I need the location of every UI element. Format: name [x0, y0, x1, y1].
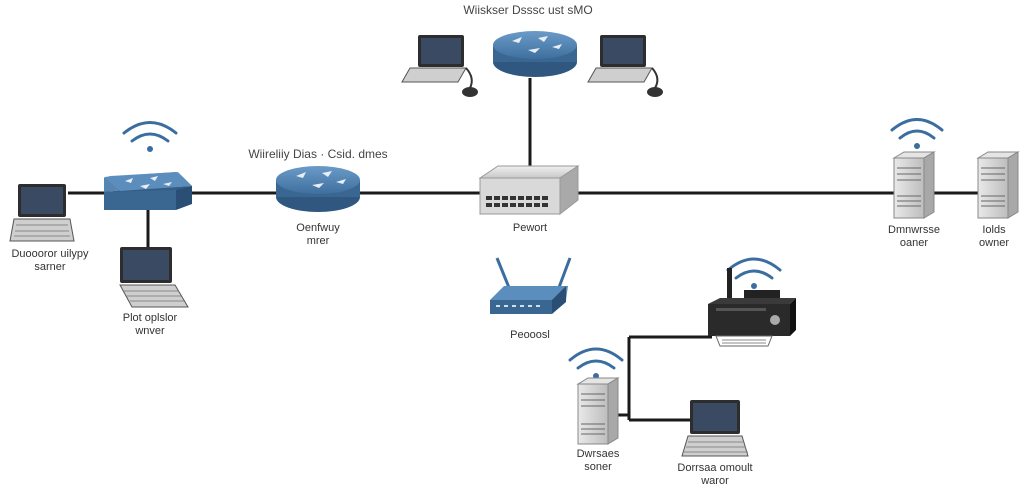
bottom-right-laptop-label: Dorrsaa omoult waror	[660, 462, 770, 488]
server-right-1-label-line2: oaner	[899, 237, 929, 249]
server-right-2[interactable]	[976, 151, 1020, 219]
wifi-icon	[122, 121, 178, 152]
laptop-bottom-left[interactable]	[119, 247, 189, 308]
wifi-icon	[890, 118, 944, 149]
access-point[interactable]	[490, 257, 572, 314]
bottom-right-laptop-label-line1: Dorrsaa omoult	[677, 462, 753, 474]
bottom-left-laptop-label-line1: Plot oplslor	[122, 312, 178, 324]
router-middle[interactable]	[276, 166, 360, 212]
left-laptop-label-line2: sarner	[34, 261, 66, 273]
middle-router-top-label: Wiireliiy Dias · Csid. dmes	[248, 147, 388, 161]
server-right-2-label: Iolds owner	[964, 224, 1024, 250]
middle-router-bottom-label-line2: mrer	[306, 235, 330, 247]
server-bottom[interactable]	[576, 377, 620, 445]
server-bottom-label: Dwrsaes soner	[558, 448, 638, 474]
top-router-label: Wiiskser Dsssc ust sMO	[463, 3, 593, 17]
laptop-top-left[interactable]	[401, 35, 478, 97]
server-bottom-label-line2: soner	[584, 461, 612, 473]
router-top[interactable]	[493, 31, 577, 77]
server-right-1-label-line1: Dmnwrsse	[888, 224, 940, 236]
bottom-right-laptop-label-line2: waror	[701, 475, 729, 487]
bottom-left-laptop-label-line2: wnver	[135, 325, 165, 337]
server-right-2-label-line1: Iolds	[982, 224, 1006, 236]
left-laptop-label-line1: Duoooror uilypy	[11, 248, 89, 260]
access-point-label: Peooosl	[510, 329, 550, 341]
laptop-bottom-right[interactable]	[681, 400, 749, 457]
core-switch-label: Pewort	[512, 222, 548, 234]
wifi-icon	[726, 257, 782, 289]
cables	[68, 78, 980, 422]
wifi-icon	[568, 347, 624, 379]
core-switch[interactable]	[478, 165, 580, 216]
switch-left[interactable]	[104, 172, 192, 210]
server-right-1[interactable]	[892, 151, 936, 219]
laptop-left[interactable]	[9, 184, 75, 242]
server-right-2-label-line2: owner	[979, 237, 1009, 249]
laptop-top-right[interactable]	[587, 35, 663, 97]
server-bottom-label-line1: Dwrsaes	[576, 448, 620, 460]
printer[interactable]	[708, 268, 796, 347]
server-right-1-label: Dmnwrsse oaner	[874, 224, 954, 250]
middle-router-bottom-label-line1: Oenfwuy	[296, 222, 340, 234]
middle-router-bottom-label: Oenfwuy mrer	[268, 222, 368, 248]
left-laptop-label: Duoooror uilypy sarner	[0, 248, 100, 274]
bottom-left-laptop-label: Plot oplslor wnver	[100, 312, 200, 338]
